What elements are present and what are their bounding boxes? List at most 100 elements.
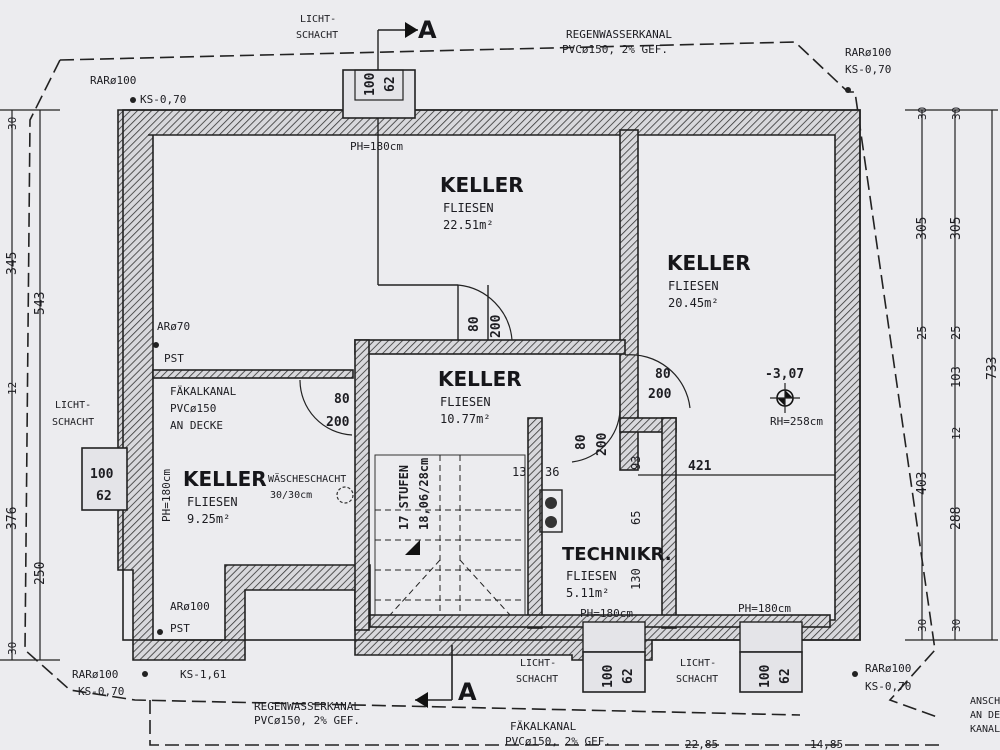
dimension-lines: [0, 109, 998, 661]
room-floor: FLIESEN: [668, 279, 719, 293]
pst-label-1: PST: [164, 352, 184, 365]
dim-r2-30a: 30: [950, 107, 963, 120]
lightwell-top-b: 62: [383, 76, 398, 92]
stairs-label-1: 17 STUFEN: [397, 465, 411, 530]
rain-drain-bottom-l1: REGENWASSERKANAL: [254, 700, 360, 713]
dim-r1-305: 305: [915, 217, 930, 240]
lightwell-top-label-1: LICHT-: [300, 14, 336, 25]
room-name: KELLER: [667, 251, 751, 275]
lightwell-top-ph: PH=180cm: [350, 140, 403, 153]
room-technik: TECHNIKR. FLIESEN 5.11m²: [562, 544, 672, 600]
room-keller-4: KELLER FLIESEN 9.25m²: [183, 467, 267, 526]
dim-r1-25: 25: [915, 326, 929, 340]
lightwell-b1-ph: PH=180cm: [580, 607, 633, 620]
door-2-w: 80: [655, 367, 671, 382]
room-keller-1: KELLER FLIESEN 22.51m²: [440, 173, 524, 232]
room-floor: FLIESEN: [187, 495, 238, 509]
room-name: KELLER: [183, 467, 267, 491]
dim-left-12: 12: [6, 382, 19, 395]
level-marker-icon: [770, 383, 800, 413]
room-keller-2: KELLER FLIESEN 20.45m²: [667, 251, 751, 310]
ks-161-label: KS-1,61: [180, 668, 226, 681]
door-3-w: 80: [334, 392, 350, 407]
dim-65: 65: [629, 511, 643, 525]
rar-tl-1: RARø100: [90, 74, 136, 87]
laundry-label-2: 30/30cm: [270, 490, 312, 501]
dim-left-376: 376: [5, 507, 20, 530]
dim-bottom-1: 22,85: [685, 738, 718, 750]
right-edge-l3: KANAL: [970, 724, 1000, 735]
door-1-w: 80: [467, 316, 482, 332]
rain-drain-top-l2: PVCø150, 2% GEF.: [562, 43, 668, 56]
room-name: TECHNIKR.: [562, 544, 672, 565]
sewage-drain-l1: FÄKALKANAL: [510, 720, 577, 733]
door-swings: [299, 284, 691, 463]
section-marker-bottom: A: [458, 678, 477, 706]
dim-r2-103: 103: [949, 366, 963, 388]
lightwell-left-label-1: LICHT-: [55, 400, 91, 411]
dim-93: 93: [629, 456, 643, 470]
dim-r1-30a: 30: [916, 107, 929, 120]
lightwell-b2-label-1: LICHT-: [680, 658, 716, 669]
dim-bottom-2: 14,85: [810, 738, 843, 750]
staircase: [374, 454, 526, 616]
door-1-h: 200: [489, 314, 504, 338]
section-line-a: [378, 22, 453, 708]
room-name: KELLER: [438, 367, 522, 391]
rar-tl-2: KS-0,70: [140, 93, 186, 106]
rainwater-drain-line: [24, 41, 941, 746]
lightwell-b2-a: 100: [758, 664, 773, 688]
lightwell-left-ph: PH=180cm: [160, 469, 173, 522]
section-marker-top: A: [418, 16, 437, 44]
lightwell-top-a: 100: [363, 72, 378, 96]
dim-r3-733: 733: [985, 357, 1000, 380]
stairs-label-2: 18,06/28cm: [417, 458, 431, 530]
interior-walls: [152, 129, 831, 631]
dim-r2-12: 12: [950, 427, 963, 440]
rar-br-1: RARø100: [865, 662, 911, 675]
lightwell-top-label-2: SCHACHT: [296, 30, 338, 41]
room-area: 20.45m²: [668, 296, 719, 310]
laundry-label-1: WÄSCHESCHACHT: [268, 472, 346, 485]
door-4-h: 200: [595, 432, 610, 456]
pst-label-2: PST: [170, 622, 190, 635]
lightwell-left-a: 100: [90, 467, 114, 482]
lightwell-bottom-2: [739, 621, 803, 693]
dim-r2-30b: 30: [950, 619, 963, 632]
rar-bl-1: RARø100: [72, 668, 118, 681]
dim-r2-25: 25: [949, 326, 963, 340]
level-rh: RH=258cm: [770, 415, 823, 428]
room-keller-3: KELLER FLIESEN 10.77m²: [438, 367, 522, 426]
lightwell-b2-label-2: SCHACHT: [676, 674, 718, 685]
door-4-w: 80: [574, 434, 589, 450]
room-area: 10.77m²: [440, 412, 491, 426]
room-floor: FLIESEN: [443, 201, 494, 215]
room-area: 9.25m²: [187, 512, 230, 526]
rain-drain-top-l1: REGENWASSERKANAL: [566, 28, 672, 41]
dim-r2-305: 305: [949, 217, 964, 240]
room-area: 5.11m²: [566, 586, 609, 600]
rar-tr-2: KS-0,70: [845, 63, 891, 76]
rar-tr-1: RARø100: [845, 46, 891, 59]
dim-r1-30b: 30: [916, 619, 929, 632]
dim-13: 13: [512, 465, 526, 479]
rar-br-2: KS-0,70: [865, 680, 911, 693]
dim-130: 130: [629, 568, 643, 590]
lightwell-bottom-1: [582, 621, 646, 693]
lightwell-b1-a: 100: [601, 664, 616, 688]
stair-arrow-icon: [405, 540, 420, 555]
right-edge-l1: ANSCH: [970, 696, 1000, 707]
dim-421: 421: [688, 459, 712, 474]
dim-left-543: 543: [33, 292, 48, 315]
technical-fixtures: [336, 486, 563, 533]
dim-left-345: 345: [5, 252, 20, 275]
drain-points: [130, 87, 858, 677]
room-floor: FLIESEN: [440, 395, 491, 409]
ar100-label: ARø100: [170, 600, 210, 613]
sewage-drain-l2: PVCø150, 2% GEF.: [505, 735, 611, 748]
sewage-inner-l1: FÄKALKANAL: [170, 385, 237, 398]
dim-r1-403: 403: [915, 472, 930, 495]
level-value: -3,07: [765, 367, 804, 382]
door-2-h: 200: [648, 387, 672, 402]
